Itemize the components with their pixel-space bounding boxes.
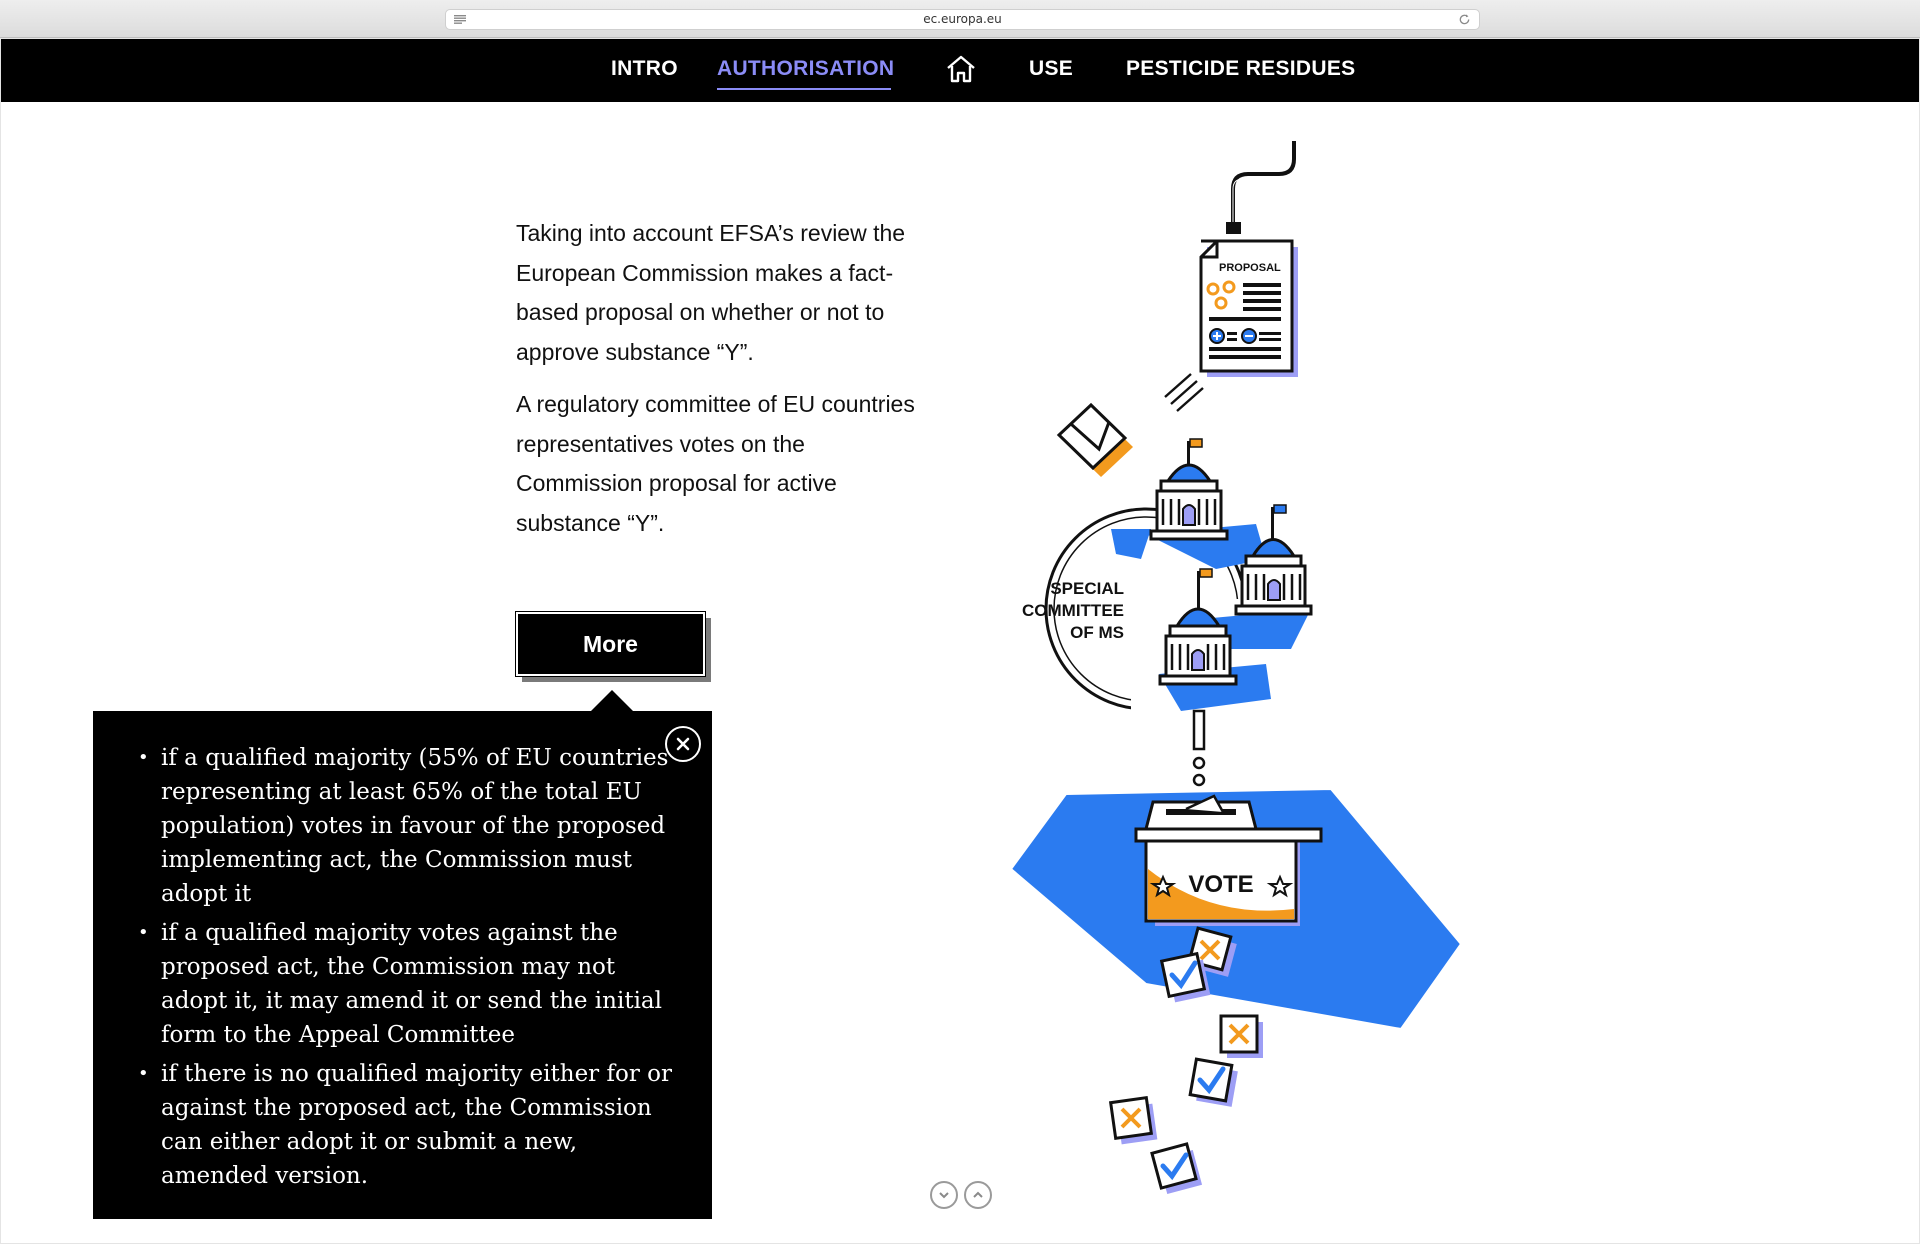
nav-item-intro[interactable]: INTRO xyxy=(611,57,678,80)
parliament-building-icon xyxy=(1234,504,1313,616)
ballot-box-icon: VOTE xyxy=(1134,794,1323,926)
chevron-up-icon xyxy=(973,1191,983,1198)
intro-paragraph: A regulatory committee of EU countries r… xyxy=(516,391,915,536)
url-text: ec.europa.eu xyxy=(923,12,1002,26)
committee-label-line: SPECIAL xyxy=(1050,579,1124,598)
committee-label-line: OF MS xyxy=(1070,623,1124,642)
intro-text: Taking into account EFSA’s review the Eu… xyxy=(516,214,936,556)
reload-icon[interactable] xyxy=(1458,13,1471,26)
list-item: if there is no qualified majority either… xyxy=(138,1057,678,1193)
proposal-label: PROPOSAL xyxy=(1219,262,1281,274)
home-icon[interactable] xyxy=(945,54,977,84)
chevron-down-icon xyxy=(939,1192,949,1199)
proposal-document-icon: PROPOSAL xyxy=(1199,239,1298,377)
close-icon xyxy=(676,737,690,751)
vote-label: VOTE xyxy=(1188,871,1253,898)
nav-item-authorisation[interactable]: AUTHORISATION xyxy=(717,57,895,80)
top-navigation: INTRO AUTHORISATION USE PESTICIDE RESIDU… xyxy=(1,39,1919,102)
ballot-cross-icon xyxy=(1108,1095,1158,1145)
envelope-icon xyxy=(1056,402,1133,477)
committee-label-line: COMMITTEE xyxy=(1022,601,1124,620)
ballot-cross-icon xyxy=(1219,1014,1263,1058)
nav-item-use[interactable]: USE xyxy=(1029,57,1074,80)
ballot-check-icon xyxy=(1188,1057,1238,1107)
page: INTRO AUTHORISATION USE PESTICIDE RESIDU… xyxy=(1,39,1919,1243)
intro-paragraph: Taking into account EFSA’s review the Eu… xyxy=(516,220,906,365)
scroll-up-button[interactable] xyxy=(964,1181,992,1209)
ballot-check-icon xyxy=(1150,1142,1203,1195)
vote-outcomes-list: if a qualified majority (55% of EU count… xyxy=(138,741,678,1198)
ballot-check-icon xyxy=(1159,951,1211,1003)
browser-toolbar: ec.europa.eu xyxy=(0,0,1920,38)
more-info-popup: if a qualified majority (55% of EU count… xyxy=(93,711,712,1219)
reader-icon[interactable] xyxy=(454,15,466,24)
parliament-building-icon xyxy=(1158,568,1238,686)
list-item: if a qualified majority (55% of EU count… xyxy=(138,741,678,911)
proposal-cable xyxy=(1231,141,1296,224)
authorisation-illustration: PROPOSAL xyxy=(1011,141,1463,1195)
list-item: if a qualified majority votes against th… xyxy=(138,916,678,1052)
address-bar[interactable]: ec.europa.eu xyxy=(445,9,1480,30)
nav-item-pesticide-residues[interactable]: PESTICIDE RESIDUES xyxy=(1126,57,1356,80)
popup-pointer xyxy=(591,690,633,711)
more-button[interactable]: More xyxy=(515,611,706,677)
active-tab-indicator xyxy=(717,88,891,90)
scroll-down-button[interactable] xyxy=(930,1181,958,1209)
parliament-building-icon xyxy=(1149,438,1229,541)
